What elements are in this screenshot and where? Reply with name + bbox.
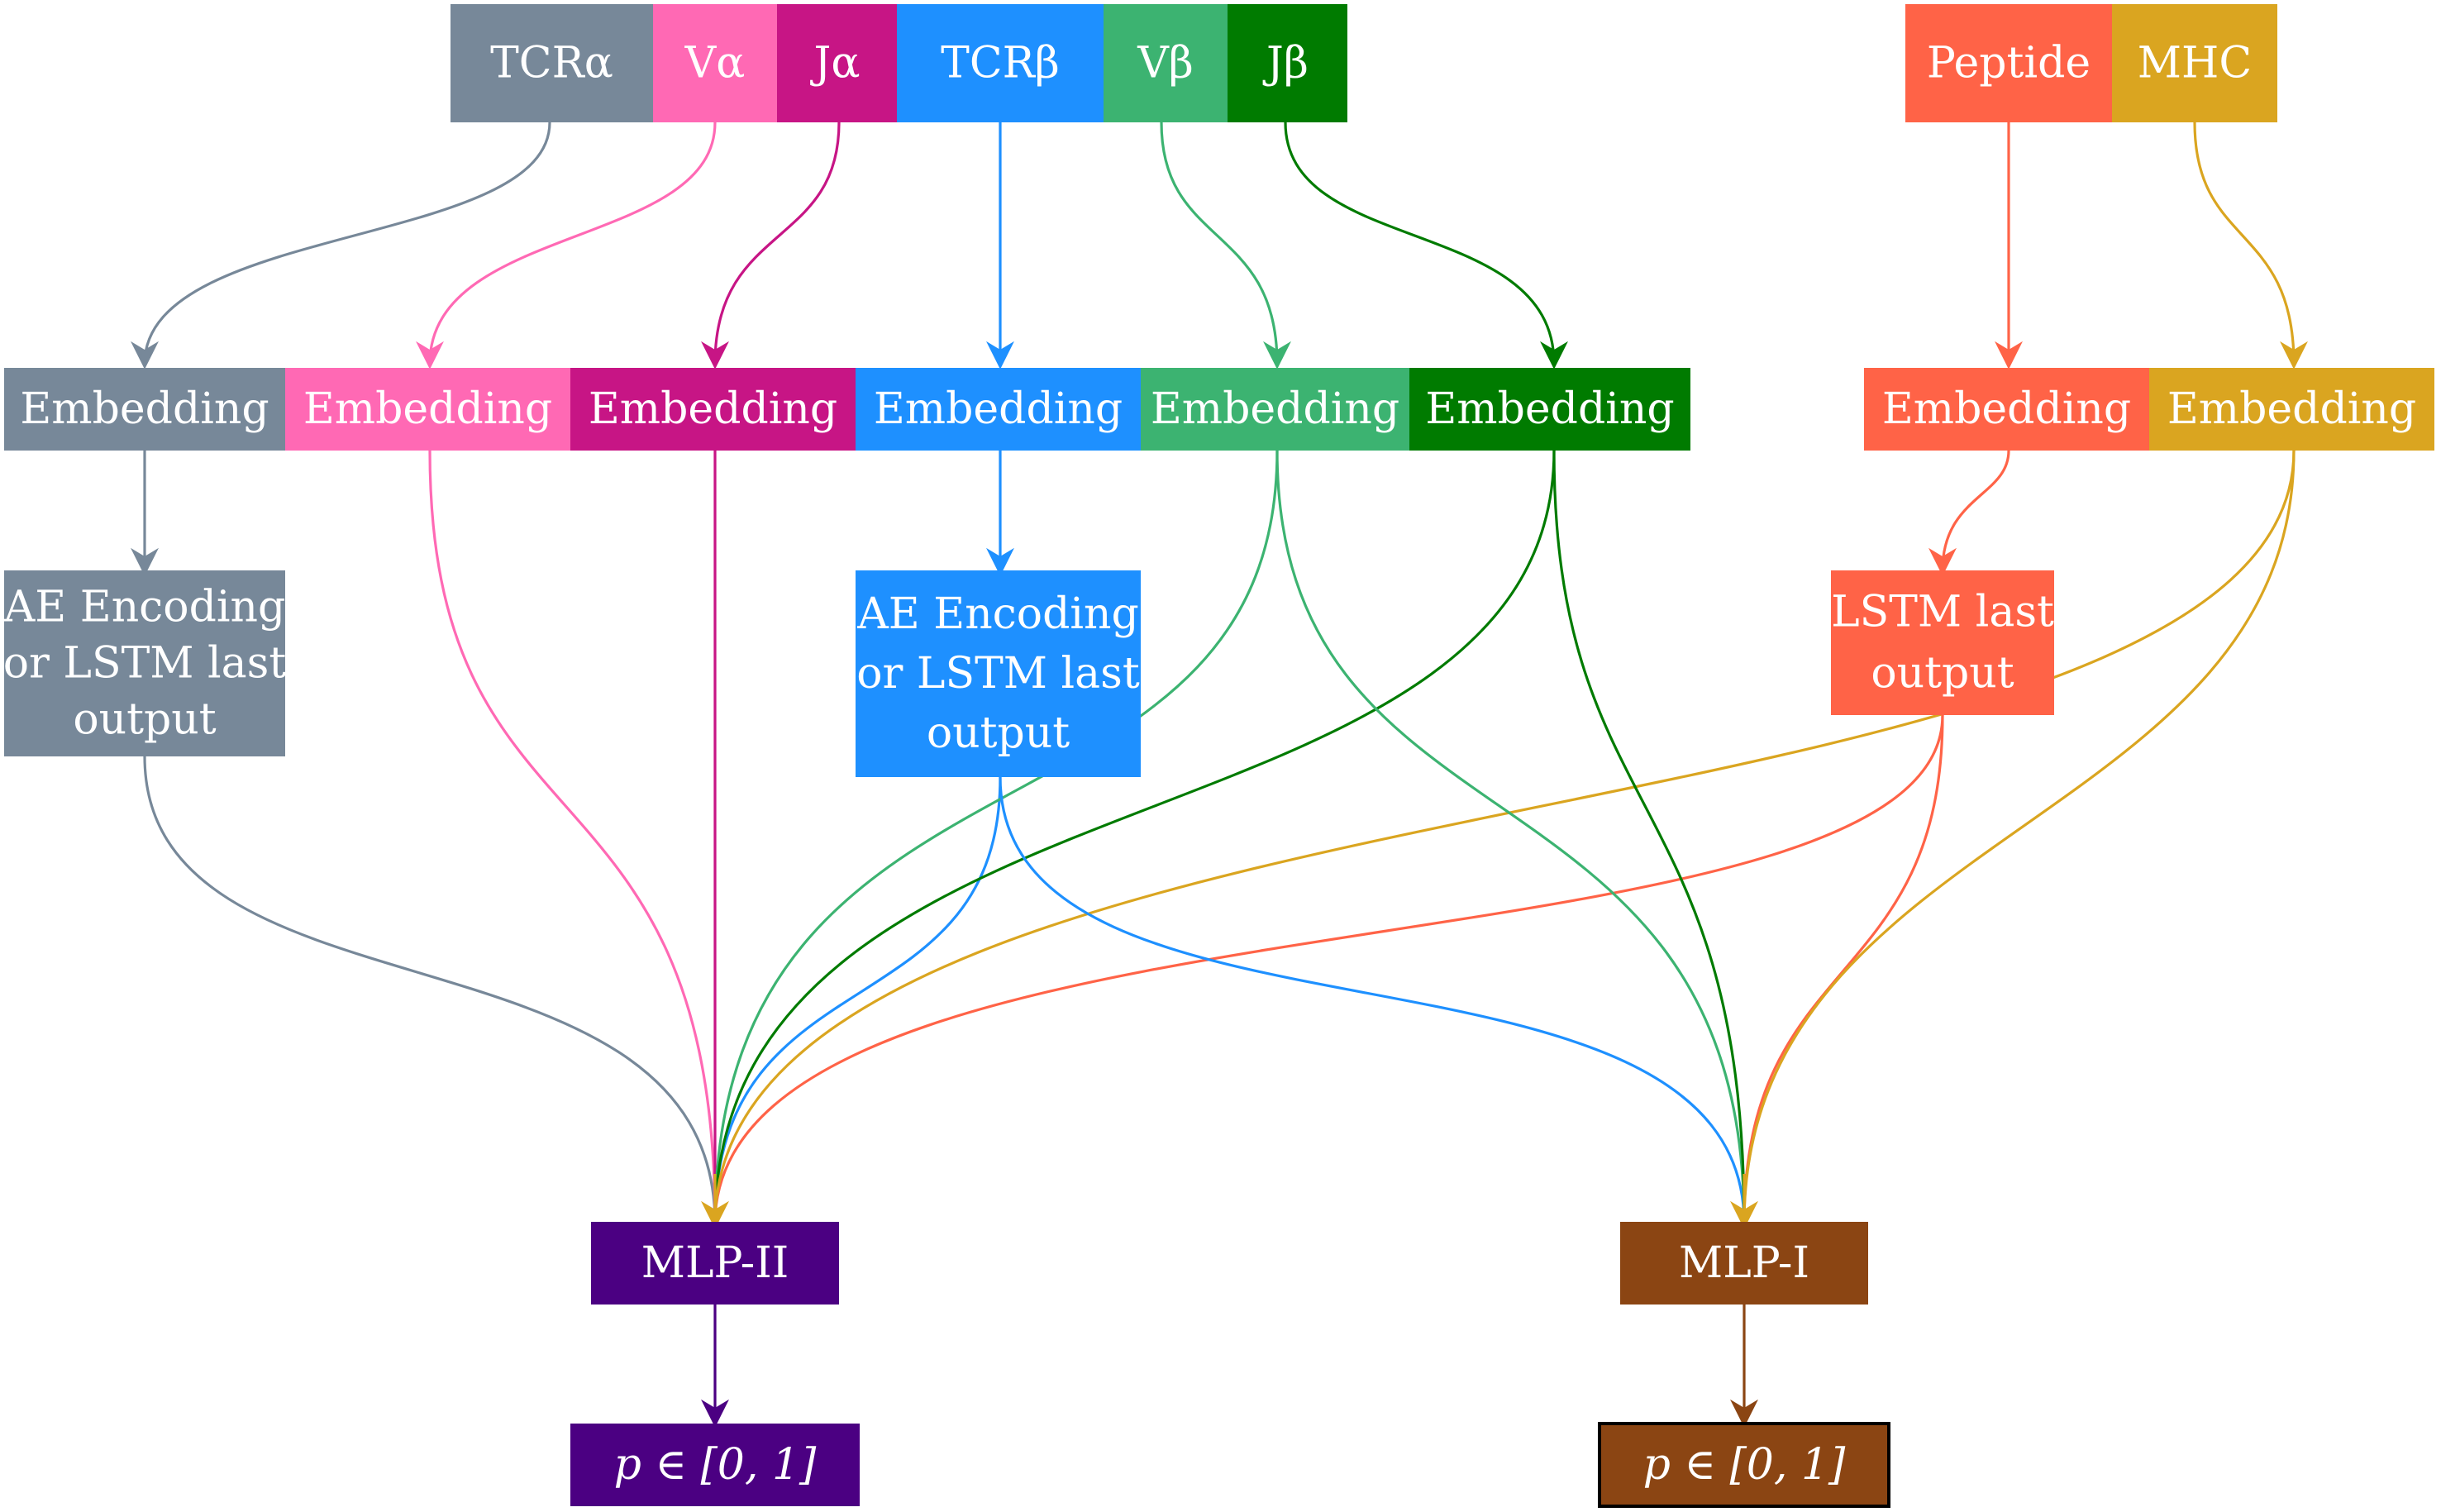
encoder-peptide-box bbox=[1831, 570, 2054, 715]
embedding-ja: Embedding bbox=[570, 368, 856, 451]
edge-peptide-encoder-to-mlp2 bbox=[713, 714, 1944, 1224]
embedding-tcra-label: Embedding bbox=[20, 384, 269, 434]
head-mlp2: MLP-II bbox=[591, 1222, 839, 1305]
edge-peptide-embedding-to-encoder bbox=[1928, 450, 2010, 576]
embedding-vb-box bbox=[1141, 368, 1409, 451]
input-mhc-label: MHC bbox=[2138, 39, 2252, 88]
input-mhc-box bbox=[2112, 4, 2277, 122]
head-mlp1: MLP-I bbox=[1620, 1222, 1868, 1305]
output-mlp1: p ∈ [0, 1] bbox=[1598, 1422, 1890, 1508]
embedding-vb-label: Embedding bbox=[1151, 384, 1399, 434]
output-mlp1-box bbox=[1598, 1422, 1890, 1508]
embedding-tcrb-label: Embedding bbox=[874, 384, 1123, 434]
edges bbox=[131, 122, 2308, 1428]
input-va: Vα bbox=[653, 4, 777, 122]
embedding-mhc-label: Embedding bbox=[2167, 384, 2416, 434]
edge-jb-embedding-to-mlp1 bbox=[1552, 450, 1746, 1224]
input-jb-box bbox=[1228, 4, 1347, 122]
input-jb-label: Jβ bbox=[1262, 39, 1309, 88]
output-mlp2: p ∈ [0, 1] bbox=[570, 1424, 860, 1506]
input-tcra-label: TCRα bbox=[490, 39, 613, 88]
embedding-tcra-box bbox=[4, 368, 285, 451]
embedding-vb: Embedding bbox=[1141, 368, 1409, 451]
edge-mhc-embedding-to-mlp1 bbox=[1743, 450, 2296, 1224]
output-mlp2-label: p ∈ [0, 1] bbox=[614, 1440, 817, 1490]
input-ja: Jα bbox=[777, 4, 897, 122]
input-tcrb: TCRβ bbox=[897, 4, 1104, 122]
output-mlp2-box bbox=[570, 1424, 860, 1506]
output-mlp1-label: p ∈ [0, 1] bbox=[1643, 1440, 1846, 1490]
embedding-peptide-box bbox=[1864, 368, 2149, 451]
encoder-tcra: AE Encoding or LSTM last output bbox=[3, 570, 287, 756]
input-ja-label: Jα bbox=[810, 39, 861, 88]
encoder-tcrb-label-2: or LSTM last bbox=[856, 649, 1140, 699]
embedding-va-box bbox=[285, 368, 570, 451]
input-vb-label: Vβ bbox=[1137, 39, 1194, 88]
head-mlp1-box bbox=[1620, 1222, 1868, 1305]
embedding-mhc-box bbox=[2149, 368, 2434, 451]
edge-vb-embedding-to-mlp1 bbox=[1275, 450, 1746, 1224]
embedding-jb-box bbox=[1409, 368, 1690, 451]
edge-va-to-embedding bbox=[416, 122, 717, 370]
encoder-tcra-box bbox=[4, 570, 285, 756]
edge-vb-to-embedding bbox=[1160, 122, 1291, 370]
input-tcra-box bbox=[451, 4, 653, 122]
input-peptide-label: Peptide bbox=[1927, 39, 2091, 88]
encoder-tcra-label-1: AE Encoding bbox=[3, 583, 286, 632]
embedding-tcra: Embedding bbox=[4, 368, 285, 451]
embedding-tcrb: Embedding bbox=[856, 368, 1141, 451]
input-tcrb-label: TCRβ bbox=[941, 39, 1060, 88]
input-peptide-box bbox=[1905, 4, 2112, 122]
edge-ja-to-embedding bbox=[701, 122, 841, 370]
embedding-peptide-label: Embedding bbox=[1882, 384, 2131, 434]
input-tcra: TCRα bbox=[451, 4, 653, 122]
edge-va-embedding-to-mlp2 bbox=[428, 450, 717, 1224]
embedding-mhc: Embedding bbox=[2149, 368, 2434, 451]
embedding-va-label: Embedding bbox=[303, 384, 552, 434]
edge-tcrb-encoder-to-mlp2 bbox=[713, 776, 1002, 1224]
edge-vb-embedding-to-mlp2 bbox=[713, 450, 1279, 1224]
embedding-jb-label: Embedding bbox=[1425, 384, 1674, 434]
edge-tcra-to-embedding bbox=[131, 122, 551, 370]
edge-jb-embedding-to-mlp2 bbox=[713, 450, 1556, 1224]
input-ja-box bbox=[777, 4, 897, 122]
embedding-tcrb-box bbox=[856, 368, 1141, 451]
encoder-tcrb-label-1: AE Encoding bbox=[856, 589, 1139, 639]
input-tcrb-box bbox=[897, 4, 1104, 122]
edge-mhc-embedding-to-mlp2 bbox=[713, 450, 2296, 1224]
input-peptide: Peptide bbox=[1905, 4, 2112, 122]
embedding-va: Embedding bbox=[285, 368, 570, 451]
edge-tcra-encoder-to-mlp2 bbox=[143, 756, 717, 1224]
embedding-peptide: Embedding bbox=[1864, 368, 2149, 451]
input-jb: Jβ bbox=[1228, 4, 1347, 122]
edge-mhc-to-embedding bbox=[2193, 122, 2308, 370]
encoder-peptide-label-2: output bbox=[1871, 649, 2014, 699]
encoder-tcra-label-3: output bbox=[73, 695, 216, 745]
input-mhc: MHC bbox=[2112, 4, 2277, 122]
head-mlp2-box bbox=[591, 1222, 839, 1305]
nodes: TCRα Vα Jα TCRβ Vβ Jβ Peptide MHC Embedding Embed… bbox=[3, 4, 2434, 1508]
head-mlp2-label: MLP-II bbox=[641, 1238, 789, 1288]
encoder-peptide-label-1: LSTM last bbox=[1831, 588, 2054, 637]
encoder-tcrb-label-3: output bbox=[927, 708, 1070, 758]
edge-peptide-encoder-to-mlp1 bbox=[1743, 714, 1944, 1224]
input-vb-box bbox=[1104, 4, 1228, 122]
encoder-tcra-label-2: or LSTM last bbox=[3, 639, 287, 689]
input-vb: Vβ bbox=[1104, 4, 1228, 122]
edge-jb-to-embedding bbox=[1284, 122, 1568, 370]
input-va-label: Vα bbox=[684, 39, 746, 88]
edge-tcrb-encoder-to-mlp1 bbox=[999, 776, 1746, 1224]
embedding-ja-label: Embedding bbox=[589, 384, 837, 434]
input-va-box bbox=[653, 4, 777, 122]
encoder-peptide: LSTM last output bbox=[1831, 570, 2054, 715]
encoder-tcrb-box bbox=[856, 570, 1141, 777]
embedding-ja-box bbox=[570, 368, 856, 451]
head-mlp1-label: MLP-I bbox=[1679, 1238, 1809, 1288]
encoder-tcrb: AE Encoding or LSTM last output bbox=[856, 570, 1141, 777]
embedding-jb: Embedding bbox=[1409, 368, 1690, 451]
